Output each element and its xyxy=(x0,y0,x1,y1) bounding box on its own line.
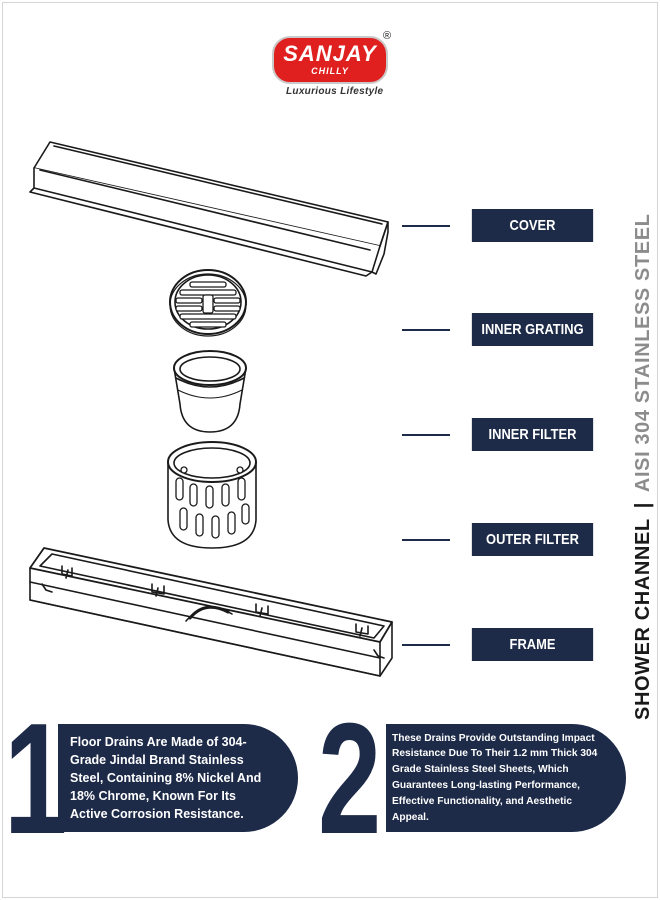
outer-filter-leader xyxy=(402,539,450,541)
inner-grating-leader xyxy=(402,329,450,331)
material-name: AISI 304 STAINLESS STEEL xyxy=(632,213,654,493)
cover-leader xyxy=(402,225,450,227)
feature-1-number: 1 xyxy=(4,691,67,867)
frame-illustration xyxy=(29,547,393,677)
brand-name: SANJAY xyxy=(283,41,377,66)
title-separator: | xyxy=(632,502,654,509)
feature-1-text: Floor Drains Are Made of 304-Grade Jinda… xyxy=(70,734,262,822)
brand-logo: SANJAY CHILLY ® Luxurious Lifestyle xyxy=(272,30,392,100)
inner-grating-illustration xyxy=(169,269,247,337)
label-inner-filter: INNER FILTER xyxy=(471,418,594,451)
feature-2-text: These Drains Provide Outstanding Impact … xyxy=(392,732,598,823)
label-inner-grating: INNER GRATING xyxy=(471,313,594,346)
frame-leader xyxy=(402,644,450,646)
outer-filter-illustration xyxy=(167,441,257,549)
registered-mark: ® xyxy=(383,30,392,42)
feature-2-panel: These Drains Provide Outstanding Impact … xyxy=(386,724,626,832)
inner-filter-leader xyxy=(402,434,450,436)
brand-tagline: Luxurious Lifestyle xyxy=(286,86,384,97)
label-cover: COVER xyxy=(471,209,594,242)
product-name: SHOWER CHANNEL xyxy=(632,518,654,720)
logo-badge: SANJAY CHILLY xyxy=(272,36,388,84)
cover-illustration xyxy=(29,141,389,277)
side-title: SHOWER CHANNEL | AISI 304 STAINLESS STEEL xyxy=(632,140,658,720)
feature-2-number: 2 xyxy=(318,691,382,867)
inner-filter-illustration xyxy=(173,350,247,433)
feature-1-panel: Floor Drains Are Made of 304-Grade Jinda… xyxy=(58,724,298,832)
label-outer-filter: OUTER FILTER xyxy=(471,523,594,556)
brand-sub: CHILLY xyxy=(311,66,349,76)
label-frame: FRAME xyxy=(471,628,594,661)
